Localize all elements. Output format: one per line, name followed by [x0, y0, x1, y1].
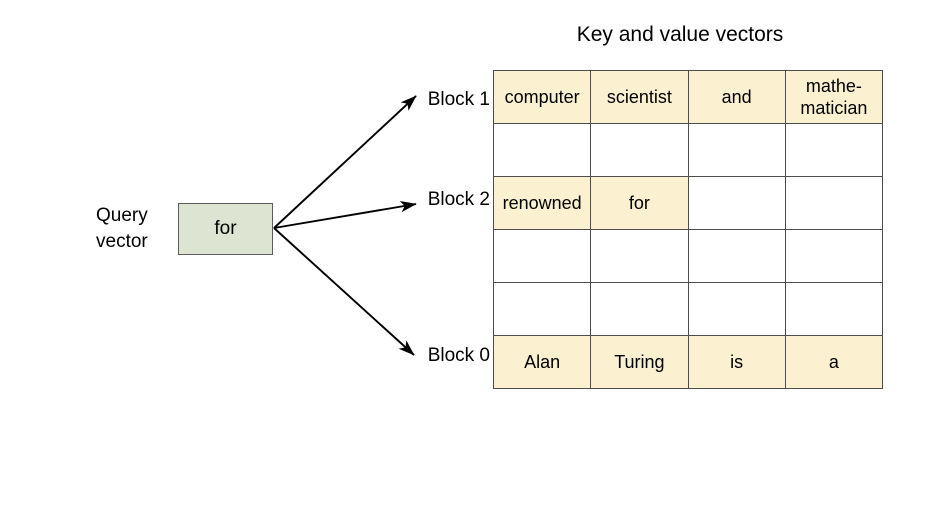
- block-label-block-0: Block 0: [427, 345, 490, 366]
- table-cell[interactable]: [784, 176, 884, 230]
- cell-text: is: [730, 352, 744, 372]
- cell-text: a: [828, 352, 839, 372]
- table-cell[interactable]: [590, 229, 689, 283]
- table-cell[interactable]: [687, 176, 786, 230]
- cell-text: Alan: [524, 352, 561, 372]
- table-cell[interactable]: Alan: [492, 335, 592, 389]
- table-cell[interactable]: [590, 282, 689, 336]
- query-vector-label-line2: vector: [96, 231, 148, 252]
- block-label-block-2: Block 2: [427, 189, 490, 210]
- table-cell[interactable]: computer: [492, 70, 592, 124]
- table-cell[interactable]: is: [687, 335, 786, 389]
- key-value-vectors-table-body: computer scientist and mathe-matician re…: [492, 70, 884, 389]
- table-cell[interactable]: scientist: [590, 70, 689, 124]
- table-cell[interactable]: for: [590, 176, 689, 230]
- arrow-to-block-1: [273, 95, 417, 229]
- table-cell[interactable]: [784, 282, 884, 336]
- table-cell[interactable]: [492, 229, 592, 283]
- key-value-vectors-table: computer scientist and mathe-matician re…: [492, 70, 884, 389]
- table-row: renowned for: [492, 176, 884, 230]
- table-row: [492, 229, 884, 283]
- cell-text-line1: mathe-: [805, 76, 862, 96]
- cell-text: Turing: [614, 352, 665, 372]
- table-cell[interactable]: [492, 282, 592, 336]
- table-cell[interactable]: and: [687, 70, 786, 124]
- table-row: Alan Turing is a: [492, 335, 884, 389]
- cell-text: renowned: [502, 193, 582, 213]
- table-cell[interactable]: renowned: [492, 176, 592, 230]
- query-vector-box[interactable]: for: [178, 203, 273, 255]
- cell-text: scientist: [606, 87, 672, 107]
- cell-text: computer: [504, 87, 580, 107]
- table-cell[interactable]: [784, 229, 884, 283]
- cell-text: for: [628, 193, 650, 213]
- table-cell[interactable]: Turing: [590, 335, 689, 389]
- table-row: [492, 123, 884, 177]
- cell-text: and: [721, 87, 752, 107]
- block-label-block-1: Block 1: [427, 89, 490, 110]
- page-title: Key and value vectors: [576, 23, 784, 46]
- query-vector-label: Query vector: [96, 203, 172, 255]
- query-vector-token: for: [214, 218, 237, 239]
- cell-text-line2: matician: [800, 98, 868, 118]
- table-cell[interactable]: a: [784, 335, 884, 389]
- table-row: [492, 282, 884, 336]
- table-cell[interactable]: mathe-matician: [784, 70, 884, 124]
- table-cell[interactable]: [687, 229, 786, 283]
- table-cell[interactable]: [590, 123, 689, 177]
- query-vector-label-line1: Query: [96, 205, 148, 226]
- arrow-to-block-2: [273, 200, 417, 229]
- table-cell[interactable]: [687, 282, 786, 336]
- arrow-to-block-0: [273, 227, 415, 356]
- table-cell[interactable]: [687, 123, 786, 177]
- table-row: computer scientist and mathe-matician: [492, 70, 884, 124]
- table-cell[interactable]: [492, 123, 592, 177]
- table-cell[interactable]: [784, 123, 884, 177]
